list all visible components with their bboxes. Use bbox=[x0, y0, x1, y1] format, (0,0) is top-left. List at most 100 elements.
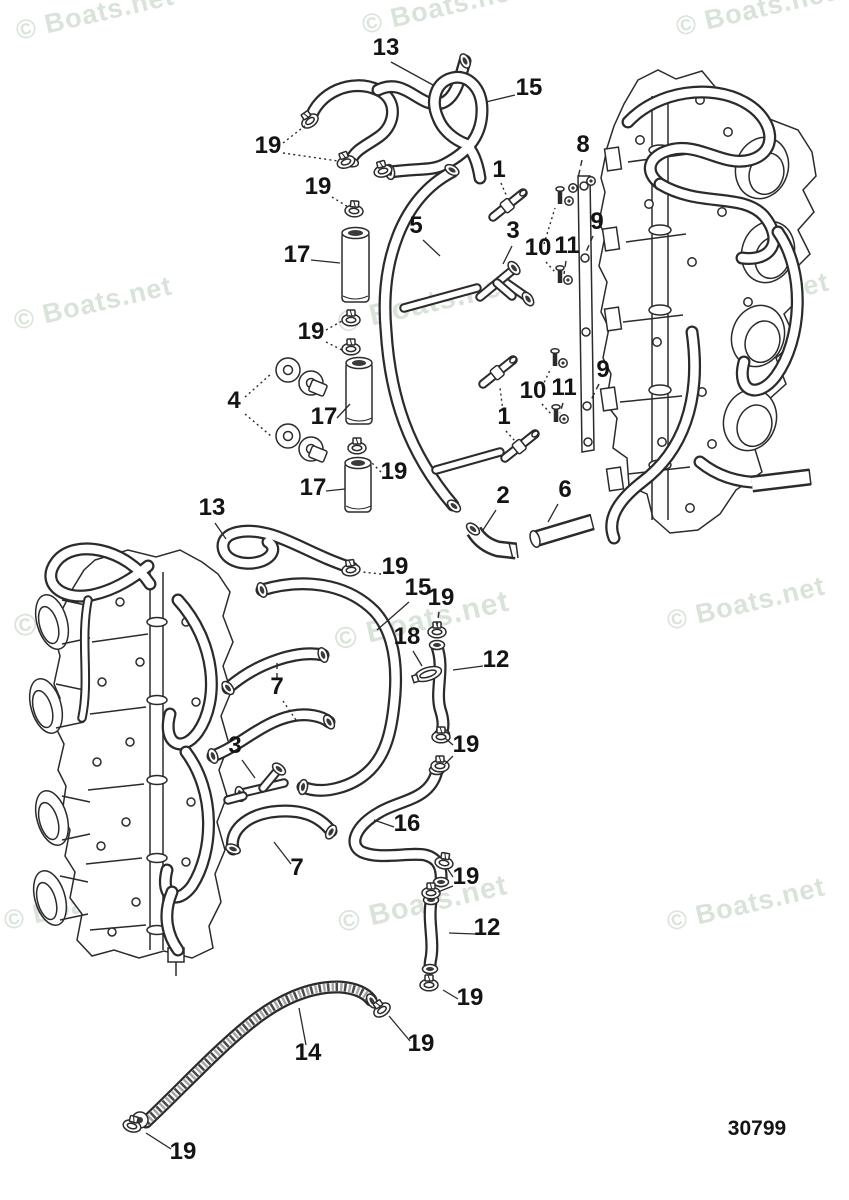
part-callout-17-c: 17 bbox=[300, 474, 346, 501]
part-callout-19-c: 19 bbox=[298, 318, 343, 351]
part-callout-15-top: 15 bbox=[485, 74, 542, 103]
part-number-label: 19 bbox=[381, 458, 408, 485]
part-number-label: 12 bbox=[483, 646, 510, 673]
part-number-label: 19 bbox=[305, 173, 332, 200]
hose-5 bbox=[385, 161, 537, 516]
part-number-label: 13 bbox=[199, 494, 226, 521]
part-callout-10-mid: 10 bbox=[520, 367, 552, 415]
part-number-label: 8 bbox=[576, 131, 589, 158]
callout-leader-line bbox=[577, 159, 583, 179]
part-number-label: 7 bbox=[290, 854, 303, 881]
part-callout-19-d: 19 bbox=[366, 457, 408, 485]
callout-leader-line bbox=[390, 61, 434, 86]
part-number-label: 6 bbox=[558, 476, 571, 503]
callout-leader-line bbox=[442, 989, 459, 1000]
callout-leader-line bbox=[437, 885, 454, 893]
diagram-number-layer: 30799 bbox=[728, 1117, 786, 1140]
part-number-label: 2 bbox=[496, 482, 509, 509]
callout-leader-line bbox=[376, 601, 410, 631]
part-callout-1-top: 1 bbox=[492, 156, 508, 198]
part-callout-11-mid: 11 bbox=[551, 374, 577, 414]
callout-leader-line bbox=[547, 503, 559, 523]
callout-leader-line bbox=[563, 260, 567, 275]
part-number-label: 3 bbox=[228, 732, 241, 759]
hose-14-braided bbox=[131, 987, 381, 1129]
callout-leader-line bbox=[241, 759, 256, 779]
callout-leader-line bbox=[446, 867, 454, 878]
hose-12-lower bbox=[421, 894, 440, 974]
part-callout-6: 6 bbox=[547, 476, 572, 523]
callout-leader-line bbox=[444, 737, 454, 746]
part-callout-2: 2 bbox=[482, 482, 510, 531]
callout-leader-line bbox=[585, 235, 594, 253]
hose-12-upper bbox=[428, 639, 451, 739]
callout-leader-line bbox=[298, 1007, 307, 1046]
part-number-label: 1 bbox=[497, 403, 510, 430]
callout-leader-line bbox=[331, 196, 349, 208]
part-callout-17-b: 17 bbox=[311, 403, 351, 430]
part-number-label: 9 bbox=[596, 356, 609, 383]
part-callout-13-mid: 13 bbox=[199, 494, 227, 540]
part-number-label: 17 bbox=[311, 403, 338, 430]
part-callout-12-top: 12 bbox=[452, 646, 510, 673]
callout-leader-line bbox=[310, 259, 341, 264]
watermark-text: © Boats.net bbox=[11, 270, 175, 336]
part-callout-3-top: 3 bbox=[502, 217, 520, 265]
part-callout-17-a: 17 bbox=[284, 241, 341, 268]
callout-leader-line bbox=[485, 94, 516, 103]
part-callout-19-g: 19 bbox=[444, 731, 480, 765]
engine-hoses-installed bbox=[605, 85, 812, 545]
part-callout-19-b: 19 bbox=[305, 173, 349, 208]
part-callout-7-bottom: 7 bbox=[273, 841, 304, 881]
part-number-label: 13 bbox=[373, 34, 400, 61]
callout-leader-line bbox=[590, 383, 600, 401]
watermark-text: © Boats.net bbox=[664, 570, 828, 636]
tube-17-upper bbox=[341, 226, 370, 303]
part-callout-19-j: 19 bbox=[388, 1015, 435, 1057]
callout-leader-line bbox=[388, 1015, 411, 1042]
part-callout-12-bottom: 12 bbox=[448, 914, 500, 941]
callout-leader-line bbox=[500, 182, 508, 198]
engine-hoses-installed bbox=[44, 542, 218, 957]
part-callout-11-top: 11 bbox=[554, 232, 580, 275]
part-callout-3-bottom: 3 bbox=[228, 732, 256, 779]
engine-assembly-mid-left bbox=[28, 542, 234, 976]
callout-leader-line bbox=[214, 522, 227, 540]
callout-leader-line bbox=[452, 665, 484, 671]
callout-leader-line bbox=[422, 239, 441, 257]
diagram-number: 30799 bbox=[728, 1117, 786, 1140]
part-number-label: 19 bbox=[408, 1030, 435, 1057]
part-number-label: 15 bbox=[405, 574, 432, 601]
part-callout-19-a: 19 bbox=[255, 124, 339, 162]
callout-leader-line bbox=[482, 509, 497, 531]
part-number-label: 19 bbox=[298, 318, 325, 345]
part-callout-16: 16 bbox=[373, 810, 420, 837]
engine-detail-lines bbox=[599, 95, 753, 513]
part-number-label: 11 bbox=[554, 232, 579, 259]
part-callout-19-e: 19 bbox=[361, 553, 409, 580]
part-callout-7-top: 7 bbox=[270, 661, 297, 721]
carburetor-throats-left bbox=[28, 594, 91, 926]
callout-leader-line bbox=[545, 261, 556, 273]
part-callout-9-mid: 9 bbox=[590, 356, 610, 401]
callout-leader-line bbox=[373, 819, 395, 828]
callout-leader-line bbox=[145, 1132, 172, 1150]
part-number-label: 18 bbox=[394, 623, 421, 650]
fitting-3-tee-bottom bbox=[223, 759, 288, 805]
watermark-text: © Boats.net bbox=[664, 871, 828, 937]
part-number-label: 1 bbox=[492, 156, 505, 183]
part-callout-10-top: 10 bbox=[525, 207, 556, 273]
callout-leader-line bbox=[244, 373, 272, 398]
bracket-9-link-bar bbox=[577, 175, 595, 453]
part-number-label: 19 bbox=[453, 731, 480, 758]
callout-leader-line bbox=[412, 650, 423, 667]
callout-leader-line bbox=[502, 245, 513, 265]
part-number-label: 19 bbox=[382, 553, 409, 580]
part-number-label: 19 bbox=[255, 132, 282, 159]
hose-2-elbow bbox=[463, 519, 518, 559]
callout-leader-line bbox=[325, 488, 346, 492]
part-number-label: 10 bbox=[520, 377, 547, 404]
callout-leader-line bbox=[282, 152, 339, 162]
